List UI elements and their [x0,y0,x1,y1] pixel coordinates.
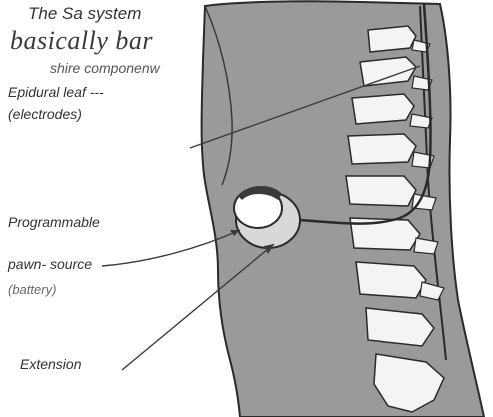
title-line-3: shire componenw [50,60,160,76]
vertebra [346,176,416,206]
vertebra [356,262,426,298]
label-battery: (battery) [8,282,56,297]
label-epidural-leaf: Epidural leaf --- [8,84,104,100]
vertebra [360,57,416,86]
label-power-source: pawn- source [8,256,92,272]
title-line-1: The Sa system [28,4,141,24]
title-line-2: basically bar [10,26,153,56]
label-electrodes: (electrodes) [8,106,82,122]
vertebra [352,94,414,124]
vertebra [368,26,416,52]
label-extension: Extension [20,356,81,372]
label-programmable: Programmable [8,214,100,230]
vertebra [348,134,416,164]
